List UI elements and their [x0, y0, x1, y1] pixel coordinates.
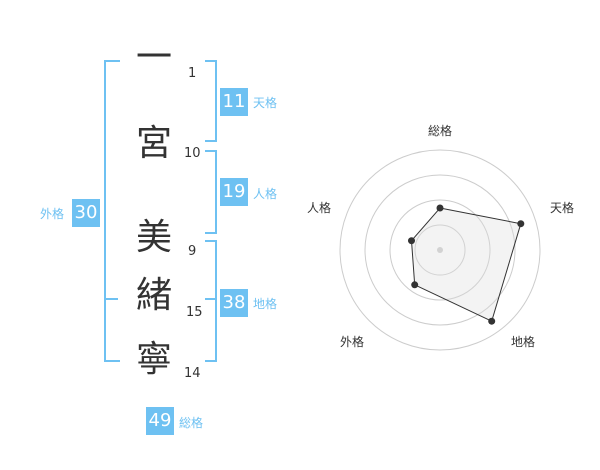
- jinkaku-value: 19: [220, 178, 248, 206]
- radar-ring: [364, 174, 516, 326]
- radar-ring: [339, 149, 541, 351]
- gaikaku-label: 外格: [40, 207, 65, 221]
- gaikaku-value: 30: [72, 199, 100, 227]
- radar-point-2: [488, 317, 496, 325]
- radar-point-3: [411, 281, 419, 289]
- name-char-1: 一: [135, 37, 172, 78]
- chikaku-bracket-mid: [205, 298, 217, 300]
- soukaku-value: 49: [146, 407, 174, 435]
- chikaku-value: 38: [220, 289, 248, 317]
- chikaku-label: 地格: [253, 297, 278, 311]
- name-char-4: 緒: [135, 275, 172, 316]
- gaikaku-bracket-mid: [104, 298, 118, 300]
- radar-area: [410, 207, 522, 322]
- name-char-5: 寧: [135, 339, 172, 380]
- radar-ring: [414, 224, 466, 276]
- radar-label-jinkaku: 人格: [307, 201, 332, 215]
- radar-point-1: [517, 220, 525, 228]
- tenkaku-label: 天格: [253, 96, 278, 110]
- radar-label-chikaku: 地格: [511, 335, 536, 349]
- radar-point-4: [408, 237, 415, 245]
- name-char-2: 宮: [135, 123, 172, 164]
- name-char-3: 美: [135, 217, 172, 258]
- radar-label-gaikaku: 外格: [340, 335, 365, 349]
- chikaku-bracket: [205, 240, 217, 362]
- radar-label-soukaku: 総格: [428, 124, 453, 138]
- jinkaku-label: 人格: [253, 187, 278, 201]
- stroke-count-1: 1: [188, 66, 197, 81]
- stroke-count-4: 15: [186, 305, 203, 320]
- radar-ring: [389, 199, 491, 301]
- soukaku-label: 総格: [179, 416, 204, 430]
- stroke-count-3: 9: [188, 244, 197, 259]
- radar-point-0: [436, 204, 444, 212]
- jinkaku-bracket: [205, 150, 217, 234]
- gaikaku-bracket: [104, 60, 120, 362]
- tenkaku-bracket: [205, 60, 217, 142]
- radar-label-tenkaku: 天格: [550, 201, 575, 215]
- stroke-count-5: 14: [184, 366, 201, 381]
- stroke-count-2: 10: [184, 146, 201, 161]
- radar-center: [437, 247, 443, 253]
- tenkaku-value: 11: [220, 88, 248, 116]
